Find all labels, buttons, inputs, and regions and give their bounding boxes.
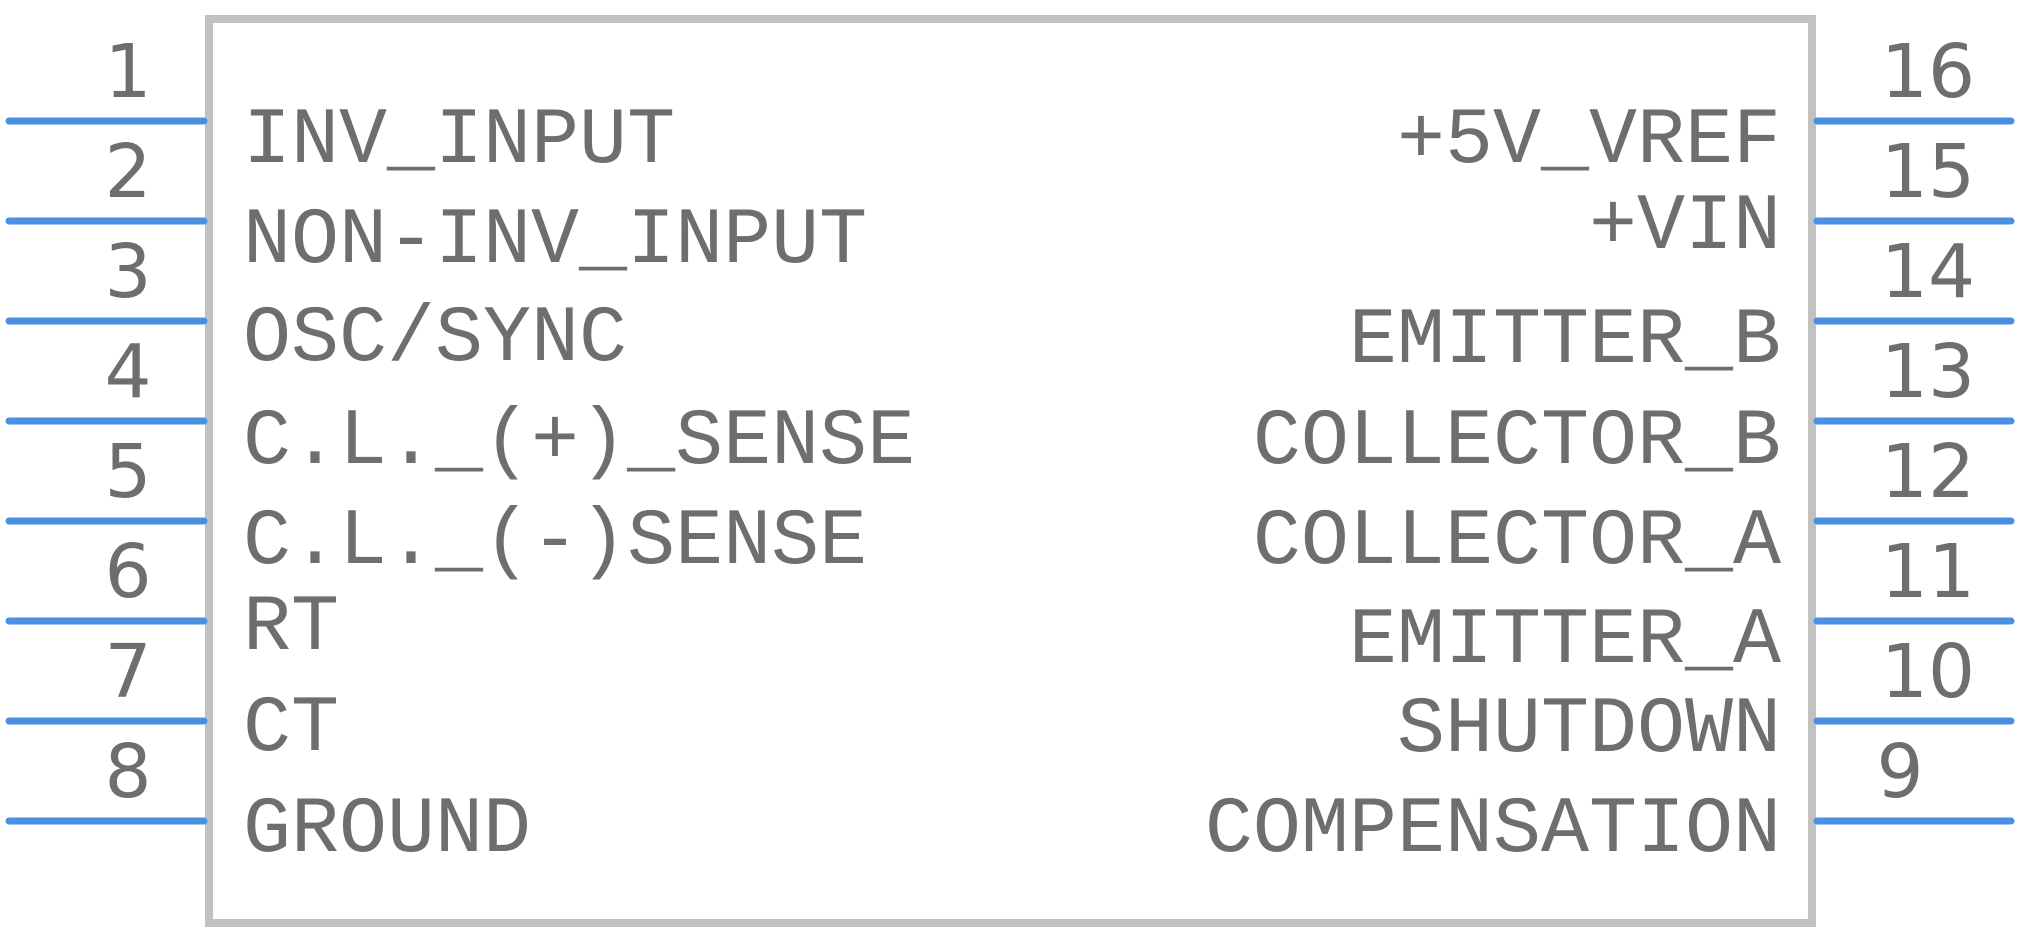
pin-number: 5 [104,429,151,515]
pin-number: 14 [1881,229,1975,315]
pin-number: 4 [104,329,151,415]
right-pin-12: 12 COLLECTOR_A [1253,429,2015,588]
left-pin-3: 3 OSC/SYNC [5,229,627,385]
right-pin-16: 16 +5V_VREF [1397,29,2015,187]
right-pin-9: 9 COMPENSATION [1205,729,2015,876]
right-pin-15: 15 +VIN [1589,129,2015,273]
right-pin-11: 11 EMITTER_A [1349,529,2015,687]
pin-label: SHUTDOWN [1397,685,1781,776]
component-body [205,15,1816,927]
pin-label: C.L._(-)SENSE [243,497,867,588]
pin-number: 3 [104,229,151,315]
pin-label: +VIN [1589,182,1781,273]
pin-number: 6 [104,529,151,615]
pin-number: 16 [1881,29,1975,115]
pin-label: GROUND [243,785,531,876]
pin-number: 2 [104,129,151,215]
pin-number: 1 [104,29,151,115]
pin-number: 9 [1876,729,1923,815]
left-pin-1: 1 INV_INPUT [5,29,675,187]
left-pin-2: 2 NON-INV_INPUT [5,129,867,287]
pin-number: 8 [104,729,151,815]
pin-number: 7 [104,629,151,715]
pin-label: EMITTER_B [1349,296,1781,387]
left-pin-5: 5 C.L._(-)SENSE [5,429,867,588]
pin-label: EMITTER_A [1349,596,1781,687]
pin-label: NON-INV_INPUT [243,196,867,287]
pin-label: +5V_VREF [1397,96,1781,187]
left-pin-7: 7 CT [5,629,339,775]
pin-label: CT [243,684,339,775]
pin-label: INV_INPUT [243,96,675,187]
pin-number: 12 [1881,429,1975,515]
left-pin-8: 8 GROUND [5,729,531,876]
pin-number: 10 [1881,629,1975,715]
pin-label: OSC/SYNC [243,294,627,385]
pin-label: COLLECTOR_B [1253,397,1781,488]
pin-label: COLLECTOR_A [1253,497,1781,588]
pin-label: C.L._(+)_SENSE [243,397,915,488]
pin-label: COMPENSATION [1205,785,1781,876]
pin-number: 13 [1881,329,1975,415]
pin-number: 11 [1881,529,1975,615]
right-pin-10: 10 SHUTDOWN [1397,629,2015,776]
right-pin-13: 13 COLLECTOR_B [1253,329,2015,488]
left-pin-4: 4 C.L._(+)_SENSE [5,329,915,488]
left-pin-6: 6 RT [5,529,339,674]
pin-label: RT [243,583,339,674]
pin-number: 15 [1881,129,1975,215]
right-pin-14: 14 EMITTER_B [1349,229,2015,387]
